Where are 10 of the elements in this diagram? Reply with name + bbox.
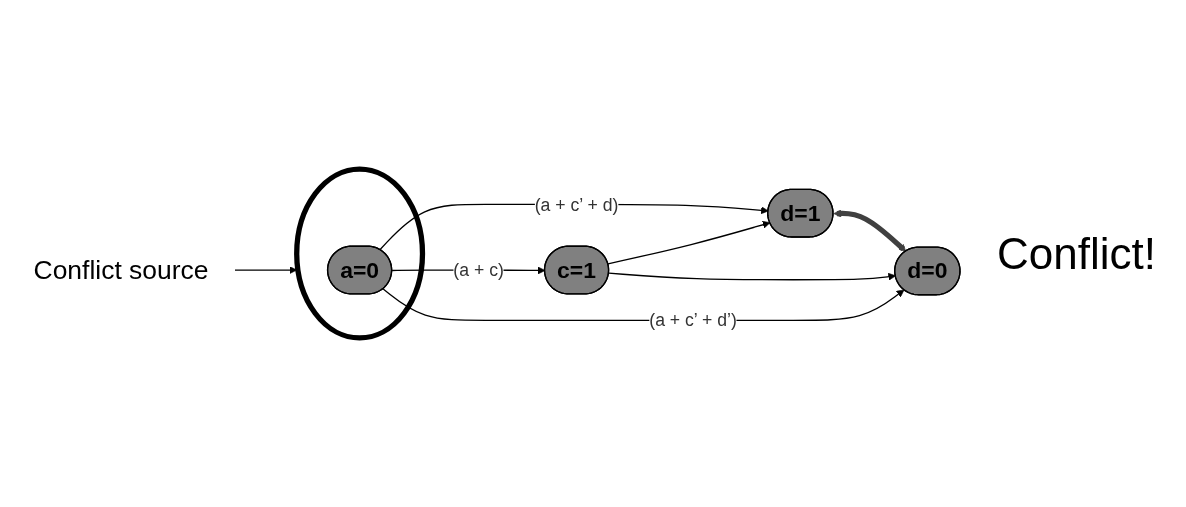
edge-label: (a + c) bbox=[453, 260, 504, 280]
arrow bbox=[234, 266, 298, 274]
edge-label: (a + c’ + d) bbox=[534, 194, 619, 215]
node-text: Conflict source bbox=[33, 255, 209, 285]
arrow bbox=[833, 209, 907, 252]
edge-label: (a + c’ + d’) bbox=[649, 310, 737, 331]
arrow bbox=[607, 220, 771, 265]
note-text: Conflict! bbox=[997, 228, 1156, 279]
cluster bbox=[294, 166, 426, 341]
arrow bbox=[608, 272, 896, 281]
